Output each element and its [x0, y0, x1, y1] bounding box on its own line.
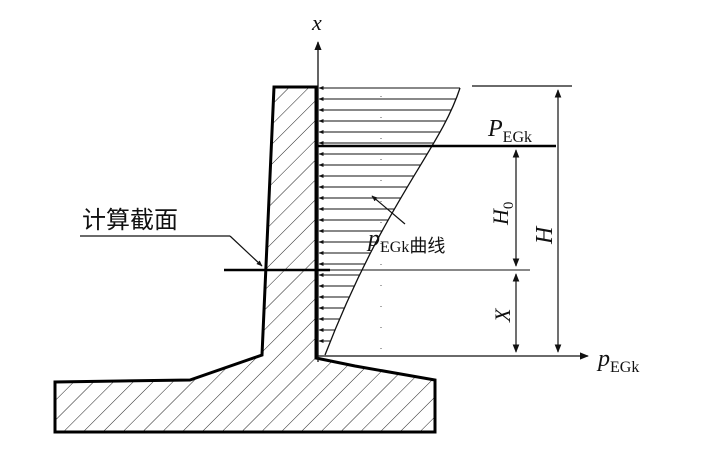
h-label: H: [532, 225, 558, 245]
x-axis-label: x: [311, 10, 322, 35]
retaining-wall: [53, 85, 437, 434]
curve-label: pEGk曲线: [366, 226, 445, 257]
pressure-curve: [324, 87, 461, 356]
x-dimension-label: X: [490, 307, 515, 323]
h0-label: H0: [488, 202, 517, 226]
resultant-force-label: PEGk: [487, 116, 532, 146]
p-axis-label: pEGk: [596, 346, 639, 376]
section-label: 计算截面: [82, 206, 178, 234]
curve-leader-arrow: [371, 195, 406, 225]
earth-pressure-arrows: [318, 86, 460, 343]
section-leader-arrow: [229, 235, 263, 267]
